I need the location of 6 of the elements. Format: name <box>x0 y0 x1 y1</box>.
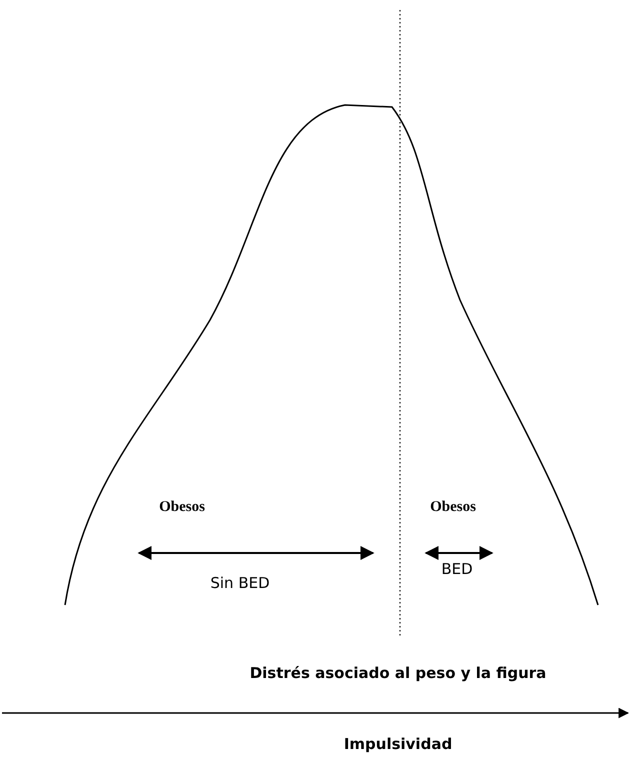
group-label: Obesos <box>430 498 476 516</box>
group-label: Obesos <box>159 498 205 516</box>
distribution-label: Distrés asociado al peso y la figura <box>250 664 546 682</box>
subgroup-label: Sin BED <box>210 574 270 592</box>
subgroup-label: BED <box>441 560 473 578</box>
axis-label: Impulsividad <box>344 735 452 753</box>
